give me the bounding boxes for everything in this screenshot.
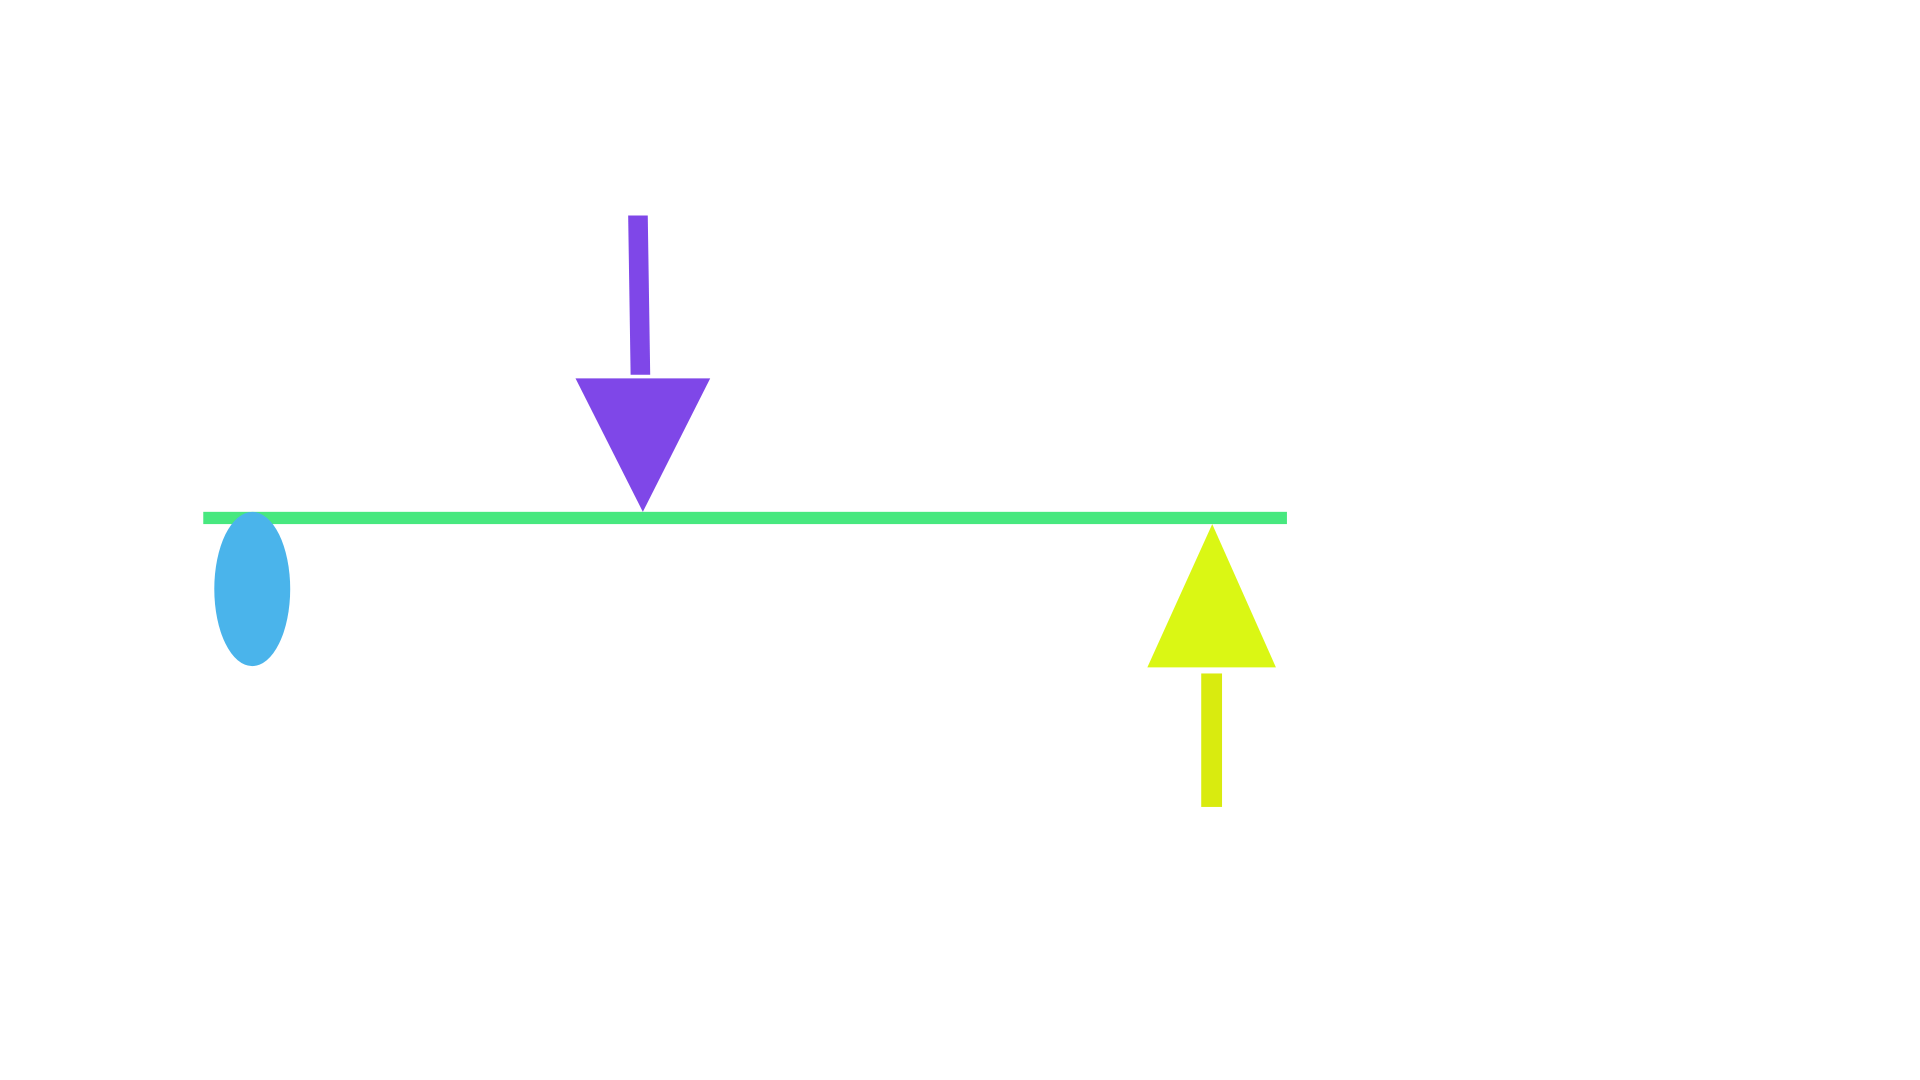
reaction-arrow-up	[1147, 524, 1276, 807]
reaction-arrow-head	[1147, 524, 1276, 668]
load-arrow-shaft	[628, 215, 651, 375]
load-arrow-head	[575, 378, 711, 512]
support-ellipse	[214, 511, 291, 667]
reaction-arrow-shaft	[1201, 673, 1223, 807]
beam	[203, 511, 1287, 525]
load-arrow-down	[575, 215, 711, 512]
